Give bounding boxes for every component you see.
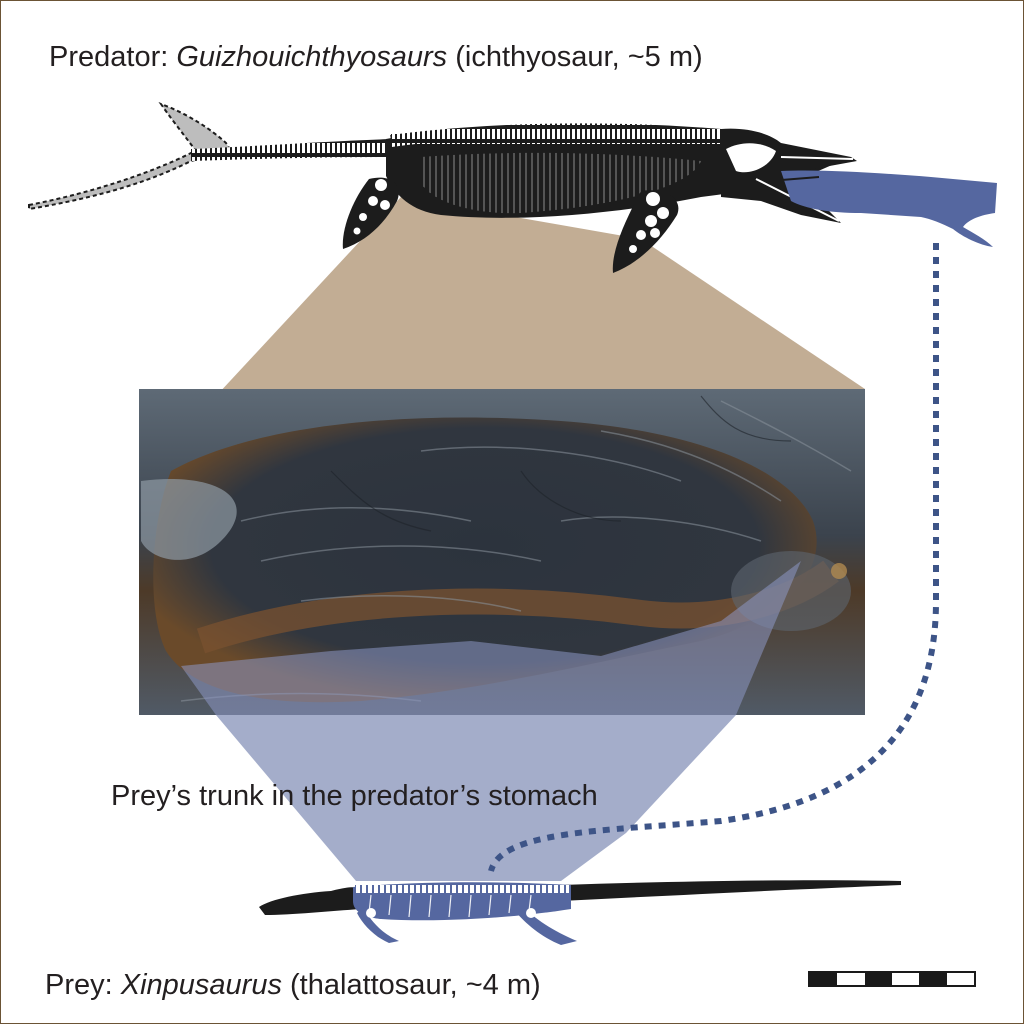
- prey-silhouette: [259, 880, 901, 945]
- scale-bar-segment: [919, 973, 947, 985]
- stomach-caption: Prey’s trunk in the predator’s stomach: [111, 780, 598, 812]
- predator-caption-suffix: (ichthyosaur, ~5 m): [447, 41, 703, 73]
- prey-genus: Xinpusaurus: [120, 969, 282, 1001]
- prey-in-jaws: [781, 170, 997, 247]
- prey-caption-prefix: Prey:: [45, 969, 121, 1001]
- scale-bar-segment: [946, 973, 974, 985]
- scale-bar-segment: [864, 973, 892, 985]
- prey-caption-suffix: (thalattosaur, ~4 m): [281, 969, 541, 1001]
- prey-overlay: [181, 561, 801, 715]
- prey-caption: Prey: Xinpusaurus (thalattosaur, ~4 m): [45, 971, 541, 1000]
- predator-caption: Predator: Guizhouichthyosaurs (ichthyosa…: [49, 43, 703, 72]
- zoom-wedge-bottom: [216, 715, 736, 881]
- predator-silhouette: [28, 102, 857, 273]
- scale-bar-segment: [837, 973, 865, 985]
- scale-bar-segment: [891, 973, 920, 985]
- scale-bar: [808, 971, 976, 987]
- predator-genus: Guizhouichthyosaurs: [176, 41, 448, 73]
- predator-caption-prefix: Predator:: [49, 41, 177, 73]
- scale-bar-segment: [810, 973, 838, 985]
